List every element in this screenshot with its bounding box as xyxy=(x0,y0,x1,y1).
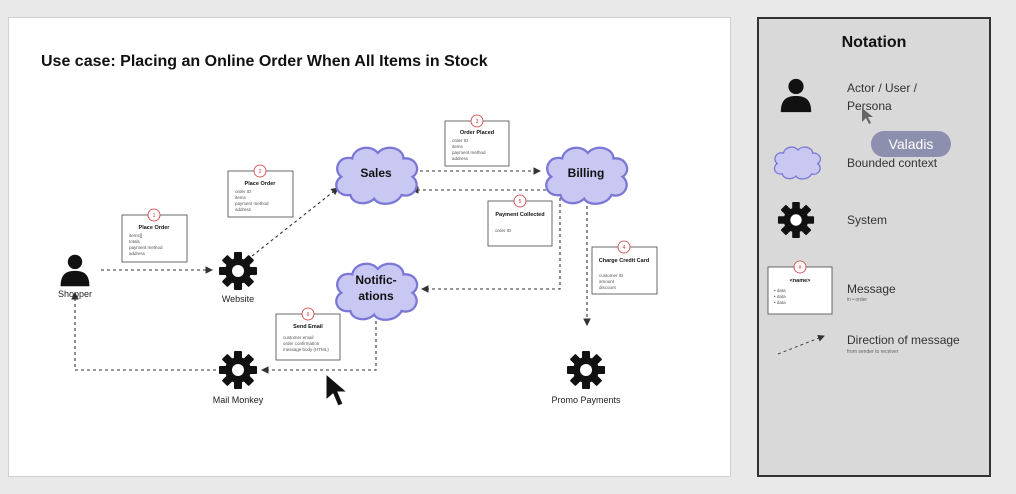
legend-message-sample: # <name> • data • data • data xyxy=(767,260,833,315)
message-line: order ID xyxy=(452,138,469,143)
legend-bounded-context-icon xyxy=(773,146,822,180)
message-line: items xyxy=(235,195,247,200)
mail-monkey-gear-icon xyxy=(219,351,257,389)
message-line: address xyxy=(129,251,146,256)
legend-message-sub: in • order xyxy=(847,297,867,303)
arrow-website-to-sales xyxy=(251,187,339,257)
legend-actor-icon xyxy=(780,78,812,113)
arrow-billing-to-notifications xyxy=(420,198,561,293)
message-line: order ID xyxy=(235,189,252,194)
legend-actor-label-line1: Actor / User / xyxy=(847,81,918,95)
message-card-order-placed: 3 Order Placed order ID items payment me… xyxy=(444,114,510,167)
arrow-mail-monkey-to-shopper xyxy=(71,291,216,371)
message-card-place-order-2: 2 Place Order order ID items payment met… xyxy=(227,164,294,218)
message-number: 4 xyxy=(623,245,626,251)
diagram-title: Use case: Placing an Online Order When A… xyxy=(41,53,488,70)
message-card-charge-credit-card: 4 Charge Credit Card customer ID amount … xyxy=(591,240,658,295)
shopper-person-icon xyxy=(60,254,90,287)
notifications-label-line1: Notific- xyxy=(355,273,396,287)
message-card-send-email: 6 Send Email customer email order confir… xyxy=(275,307,341,361)
legend-direction-label: Direction of message xyxy=(847,333,960,347)
valadis-name-tag xyxy=(871,131,951,157)
message-line: order ID xyxy=(495,228,512,233)
mouse-cursor-icon xyxy=(325,372,349,407)
legend-bounded-context-label: Bounded context xyxy=(847,156,938,170)
legend-pointer-icon xyxy=(862,108,873,124)
promo-payments-label: Promo Payments xyxy=(551,395,621,405)
message-line: payment method xyxy=(452,150,486,155)
message-line: amount xyxy=(599,279,615,284)
message-number: 5 xyxy=(519,199,522,205)
message-line: • data xyxy=(774,294,786,299)
message-number: 6 xyxy=(307,312,310,318)
message-title: Place Order xyxy=(139,225,171,231)
legend-direction-arrow-icon xyxy=(777,334,825,355)
message-line: items[] xyxy=(129,233,142,238)
message-title: Payment Collected xyxy=(495,212,544,218)
message-card-payment-collected: 5 Payment Collected order ID xyxy=(487,194,553,247)
mail-monkey-label: Mail Monkey xyxy=(213,395,264,405)
message-number: 1 xyxy=(153,213,156,219)
message-card-place-order-1: 1 Place Order items[] totals payment met… xyxy=(121,208,188,263)
message-number: 3 xyxy=(476,119,479,125)
message-line: message body (HTML) xyxy=(283,347,329,352)
message-line: • data xyxy=(774,288,786,293)
message-line: address xyxy=(452,156,469,161)
legend-system-label: System xyxy=(847,213,887,227)
message-line: • data xyxy=(774,300,786,305)
notifications-label-line2: ations xyxy=(358,289,394,303)
sales-label: Sales xyxy=(360,166,392,180)
message-line: order confirmation xyxy=(283,341,320,346)
promo-payments-gear-icon xyxy=(567,351,605,389)
legend-title: Notation xyxy=(842,34,907,51)
message-title: Place Order xyxy=(245,181,277,187)
message-line: totals xyxy=(129,239,141,244)
valadis-name-tag-text: Valadis xyxy=(889,136,934,152)
message-number: 2 xyxy=(259,169,262,175)
message-line: discount xyxy=(599,285,617,290)
message-line: address xyxy=(235,207,252,212)
website-gear-icon xyxy=(219,252,257,290)
legend-message-sample-title: <name> xyxy=(790,278,811,284)
shopper-label: Shopper xyxy=(58,289,92,299)
message-line: customer email xyxy=(283,335,314,340)
message-title: Order Placed xyxy=(460,130,494,136)
legend-direction-sub: from sender to receiver xyxy=(847,349,899,355)
message-title: Charge Credit Card xyxy=(599,258,649,264)
arrow-notifications-to-mail-monkey xyxy=(260,315,377,374)
legend-system-icon xyxy=(777,201,815,239)
billing-label: Billing xyxy=(568,166,605,180)
legend-message-label: Message xyxy=(847,282,896,296)
message-line: customer ID xyxy=(599,273,624,278)
message-line: payment method xyxy=(129,245,163,250)
message-title: Send Email xyxy=(293,324,323,330)
website-label: Website xyxy=(222,294,254,304)
message-line: items xyxy=(452,144,464,149)
legend-actor-label-line2: Persona xyxy=(847,99,892,113)
legend-message-sample-number: # xyxy=(799,265,802,271)
message-line: payment method xyxy=(235,201,269,206)
